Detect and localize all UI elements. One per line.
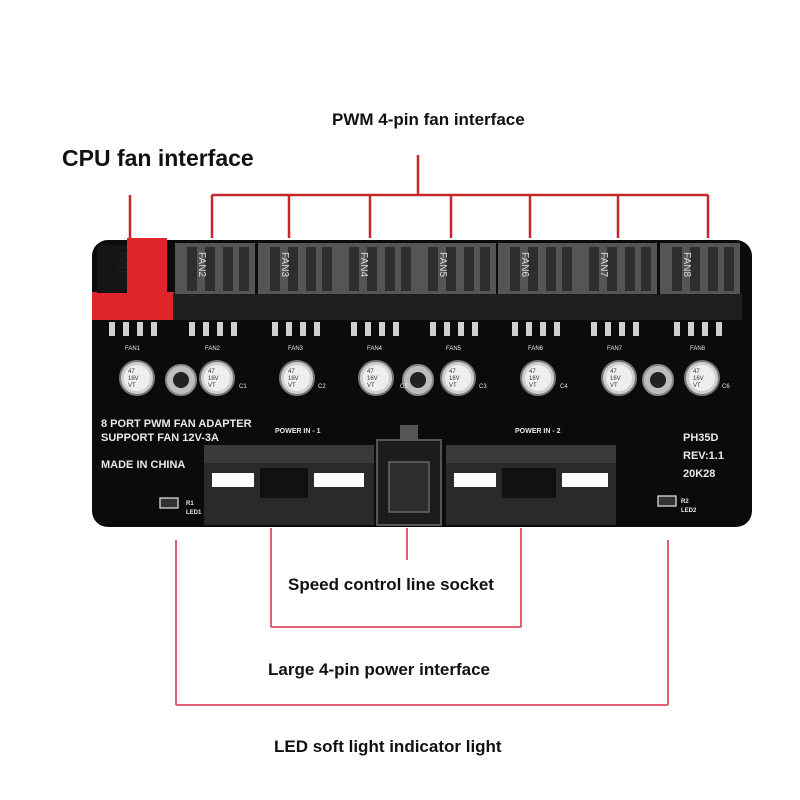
- cpu-fan-interface-label: CPU fan interface: [62, 145, 254, 171]
- silk-model: PH35D: [683, 432, 719, 444]
- silk-r2: R2: [681, 499, 689, 505]
- callout-lines: [128, 155, 710, 238]
- capacitor-marking: 47: [449, 369, 456, 375]
- capacitor-marking: 47: [693, 369, 700, 375]
- speed-control-socket: [376, 425, 442, 526]
- silk-revision: REV:1.1: [683, 450, 724, 462]
- capacitor-marking: VT: [128, 383, 136, 389]
- fan-silk-label-2: FAN2: [205, 346, 221, 352]
- inductor-ring-2: [402, 364, 434, 396]
- capacitor-marking: 47: [288, 369, 295, 375]
- power-socket-1: [204, 445, 374, 525]
- capacitor-marking: 47: [529, 369, 536, 375]
- led2-pad: [657, 495, 677, 507]
- fan-silk-label-4: FAN4: [367, 346, 383, 352]
- connector-label-3: FAN3: [279, 252, 290, 277]
- led-indicator-label: LED soft light indicator light: [274, 737, 502, 756]
- capacitor-marking: 16V: [367, 376, 378, 382]
- capacitor-label-1: C1: [239, 384, 247, 390]
- capacitor-label-4: C4: [560, 384, 568, 390]
- connector-label-6: FAN6: [519, 252, 530, 277]
- fan-silk-label-8: FAN8: [690, 346, 706, 352]
- silk-led2: LED2: [681, 508, 697, 514]
- silk-made-in: MADE IN CHINA: [101, 459, 185, 471]
- capacitor-marking: 16V: [128, 376, 139, 382]
- capacitor-marking: 47: [208, 369, 215, 375]
- capacitor-marking: 16V: [288, 376, 299, 382]
- silk-title-1: 8 PORT PWM FAN ADAPTER: [101, 418, 252, 430]
- capacitor-marking: VT: [449, 383, 457, 389]
- capacitor-label-6: C6: [722, 384, 730, 390]
- speed-control-socket-label: Speed control line socket: [288, 575, 494, 594]
- capacitor-marking: VT: [208, 383, 216, 389]
- silk-power-in-1: POWER IN - 1: [275, 428, 321, 435]
- led1-pad: [159, 497, 179, 509]
- capacitor-label-3: C3: [479, 384, 487, 390]
- capacitor-marking: VT: [693, 383, 701, 389]
- silk-date-code: 20K28: [683, 468, 715, 480]
- capacitor-marking: 16V: [693, 376, 704, 382]
- capacitor-marking: 16V: [208, 376, 219, 382]
- silk-title-2: SUPPORT FAN 12V-3A: [101, 432, 219, 444]
- connector-label-4: FAN4: [358, 252, 369, 277]
- connector-label-8: FAN8: [681, 252, 692, 277]
- connector-label-2: FAN2: [196, 252, 207, 277]
- capacitor-marking: 16V: [529, 376, 540, 382]
- power-interface-label: Large 4-pin power interface: [268, 660, 490, 679]
- connector-label-7: FAN7: [598, 252, 609, 277]
- capacitor-label-2: C2: [318, 384, 326, 390]
- capacitor-marking: 16V: [610, 376, 621, 382]
- capacitor-marking: 47: [367, 369, 374, 375]
- capacitor-marking: VT: [529, 383, 537, 389]
- inductor-ring-1: [165, 364, 197, 396]
- silk-r1: R1: [186, 501, 194, 507]
- capacitor-marking: VT: [367, 383, 375, 389]
- capacitor-marking: 16V: [449, 376, 460, 382]
- fan-silk-label-3: FAN3: [288, 346, 304, 352]
- silk-power-in-2: POWER IN - 2: [515, 428, 561, 435]
- inductor-ring-3: [642, 364, 674, 396]
- connector-label-1: CPU: [116, 252, 127, 273]
- connector-label-5: FAN5: [437, 252, 448, 277]
- fan-silk-label-1: FAN1: [125, 346, 141, 352]
- fan-silk-label-6: FAN6: [528, 346, 544, 352]
- power-socket-2: [446, 445, 616, 525]
- capacitor-marking: VT: [288, 383, 296, 389]
- pwm-fan-interface-label: PWM 4-pin fan interface: [332, 110, 525, 129]
- capacitor-label-5: C5: [400, 384, 408, 390]
- fan-silk-label-5: FAN5: [446, 346, 462, 352]
- silk-led1: LED1: [186, 510, 202, 516]
- capacitor-marking: VT: [610, 383, 618, 389]
- capacitors: 4716VVT4716VVT4716VVT4716VVT4716VVT4716V…: [119, 360, 730, 396]
- capacitor-marking: 47: [128, 369, 135, 375]
- fan-silk-label-7: FAN7: [607, 346, 623, 352]
- fan-header-1: CPU FAN1: [92, 238, 174, 352]
- capacitor-marking: 47: [610, 369, 617, 375]
- fan-connectors: CPUFAN1FAN2FAN2FAN3FAN3FAN4FAN4FAN5FAN5F…: [92, 238, 742, 352]
- callout-lines-lower: [175, 528, 669, 706]
